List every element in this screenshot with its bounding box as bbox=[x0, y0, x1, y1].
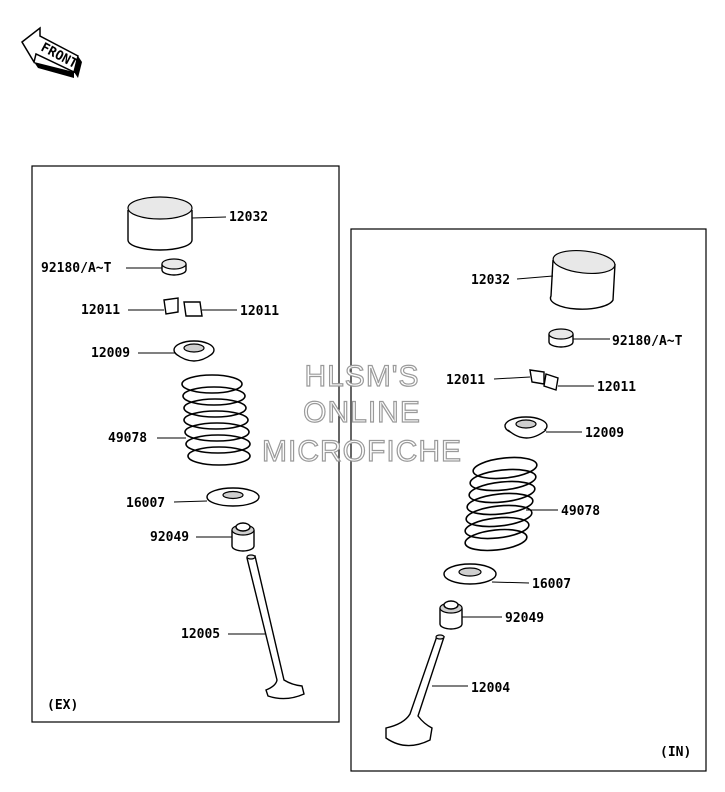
in-spring-seat-part bbox=[443, 563, 497, 585]
watermark-line-3: MICROFICHE bbox=[262, 435, 462, 468]
ex-retainer-label: 12009 bbox=[91, 346, 130, 361]
ex-shim-label: 92180/A~T bbox=[41, 261, 112, 276]
ex-cotter-part bbox=[163, 297, 203, 317]
in-valve-part bbox=[385, 634, 445, 747]
intake-panel bbox=[350, 228, 707, 772]
in-tappet-part bbox=[549, 249, 616, 310]
watermark-line-2: ONLINE bbox=[303, 396, 421, 429]
ex-stem-seal-part bbox=[231, 522, 255, 552]
watermark: HLSM'S ONLINE MICROFICHE bbox=[261, 359, 462, 468]
in-stem-seal-label: 92049 bbox=[505, 611, 544, 626]
exhaust-panel bbox=[31, 165, 340, 723]
in-shim-part bbox=[548, 328, 574, 348]
ex-spring-seat-part bbox=[206, 487, 260, 507]
in-spring-seat-label: 16007 bbox=[532, 577, 571, 592]
in-cotter-part bbox=[529, 369, 559, 391]
ex-cotter-left-label: 12011 bbox=[81, 303, 120, 318]
in-cotter-right-label: 12011 bbox=[597, 380, 636, 395]
in-spring-label: 49078 bbox=[561, 504, 600, 519]
ex-valve-label: 12005 bbox=[181, 627, 220, 642]
ex-spring-seat-label: 16007 bbox=[126, 496, 165, 511]
ex-tappet-part bbox=[127, 196, 193, 251]
ex-retainer-part bbox=[173, 340, 215, 362]
front-arrow-icon: FRONT bbox=[21, 26, 82, 78]
in-stem-seal-part bbox=[439, 600, 463, 630]
in-spring-part bbox=[464, 456, 538, 552]
watermark-line-1: HLSM'S bbox=[304, 360, 419, 393]
ex-stem-seal-label: 92049 bbox=[150, 530, 189, 545]
in-cotter-left-label: 12011 bbox=[446, 373, 485, 388]
in-valve-label: 12004 bbox=[471, 681, 510, 696]
ex-shim-part bbox=[161, 258, 187, 276]
in-tappet-label: 12032 bbox=[471, 273, 510, 288]
in-shim-label: 92180/A~T bbox=[612, 334, 683, 349]
in-retainer-label: 12009 bbox=[585, 426, 624, 441]
ex-valve-part bbox=[246, 554, 305, 700]
in-tag: (IN) bbox=[660, 745, 691, 760]
ex-tappet-label: 12032 bbox=[229, 210, 268, 225]
in-retainer-part bbox=[504, 416, 548, 439]
ex-spring-label: 49078 bbox=[108, 431, 147, 446]
ex-spring-part bbox=[181, 374, 251, 466]
ex-tag: (EX) bbox=[47, 698, 78, 713]
ex-cotter-right-label: 12011 bbox=[240, 304, 279, 319]
